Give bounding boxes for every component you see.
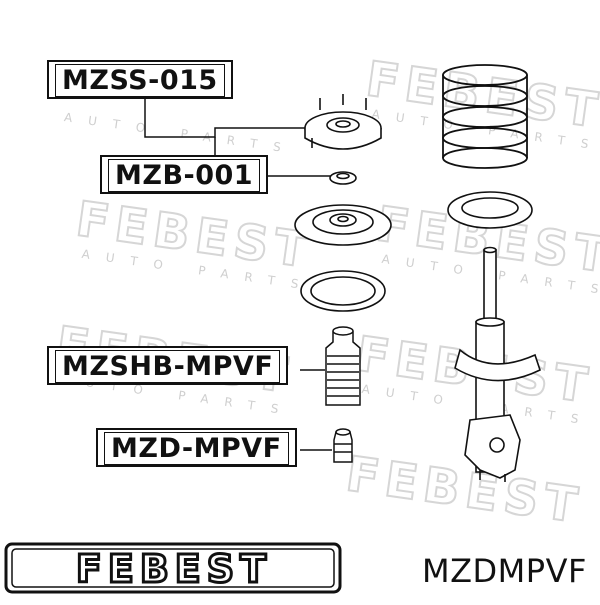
spring-seat-lower [447,191,533,229]
spring-seat-upper [294,204,392,246]
watermark-7: AUTO PARTS [63,110,297,157]
label-mzss-015: MZSS-015 [47,60,233,99]
watermark-brand: FEBEST [343,446,587,535]
bearing [329,171,357,185]
label-text: MZSHB-MPVF [55,350,281,383]
dust-boot [325,326,361,406]
label-mzshb-mpvf: MZSHB-MPVF [47,346,289,385]
bump-stop [333,428,353,463]
label-mzb-001: MZB-001 [100,155,269,194]
leader-lines [144,98,332,451]
logo-graphic: FEBEST [4,542,342,594]
part-number: MZDMPVF [422,552,587,590]
label-text: MZD-MPVF [104,432,289,465]
label-text: MZSS-015 [55,64,225,97]
coil-spring [442,64,528,169]
watermark-3: FEBEST AUTO PARTS [362,50,600,153]
febest-logo: FEBEST [4,540,344,601]
watermark-6: FEBEST [342,445,588,536]
watermark-tagline: AUTO PARTS [63,110,297,157]
logo-text: FEBEST [76,547,272,591]
label-text: MZB-001 [108,159,261,192]
label-mzd-mpvf: MZD-MPVF [96,428,297,467]
shock-absorber [454,246,541,482]
rubber-pad [300,270,386,312]
strut-mount [304,94,382,150]
watermark-1: FEBEST AUTO PARTS [72,190,318,293]
